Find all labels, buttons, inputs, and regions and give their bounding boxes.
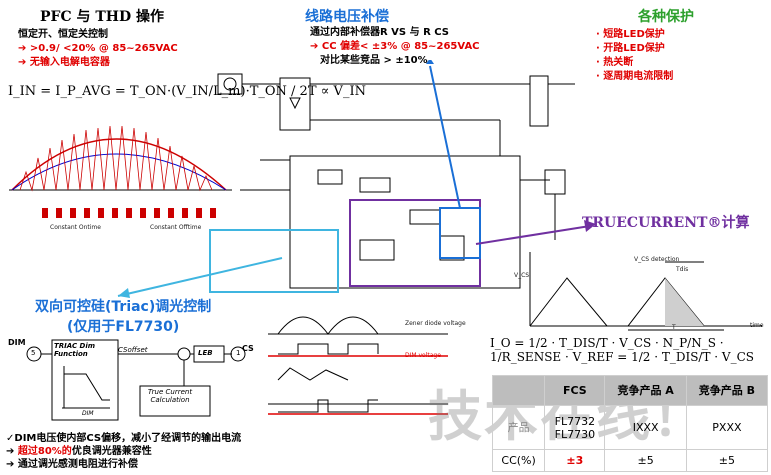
triac-title-line1: 双向可控硅(Triac)调光控制 [35, 299, 212, 315]
io-formula: I_O = 1/2 · T_DIS/T · V_CS · N_P/N_S · 1… [490, 336, 754, 364]
dim-voltage-label: DIM voltage [405, 352, 441, 359]
table-header-cell: 竞争产品 A [604, 375, 687, 406]
schematic [209, 60, 575, 293]
dim-note-2-red: 超过80%的 [17, 446, 72, 457]
dim-axis-label: DIM [82, 410, 94, 417]
triac-title: 双向可控硅(Triac)调光控制 (仅用于FL7730) [35, 297, 211, 337]
vcs-detection-label: V_CS detection [634, 256, 680, 263]
triac-title-line2: (仅用于FL7730) [67, 319, 180, 335]
zener-diode-label: Zener diode voltage [405, 320, 466, 327]
table-cell: ±5 [604, 449, 687, 472]
table-cell: ±5 [685, 449, 769, 472]
pfc-list: 恒定开、恒定关控制 >0.9/ <20% @ 85~265VAC 无输入电解电容… [18, 28, 178, 70]
pfc-red-1-text: >0.9/ <20% @ 85~265VAC [29, 43, 178, 54]
table-row: 产品 FL7732 FL7730 IXXX PXXX [491, 405, 769, 450]
truecurrent-label: TRUECURRENT®计算 [582, 215, 750, 231]
table-header-cell: FCS [544, 375, 606, 406]
pfc-red-2: 无输入电解电容器 [18, 56, 178, 70]
table-cell: ±3 [544, 449, 606, 472]
line-comp-line1: 通过内部补偿器R VS 与 R CS [310, 27, 449, 38]
iin-formula: I_IN = I_P_AVG = T_ON·(V_IN/L_m)·T_ON / … [8, 84, 366, 99]
true-current-calc-label: True Current Calculation [147, 388, 193, 404]
comparison-table: FCS 竞争产品 A 竞争产品 B 产品 FL7732 FL7730 IXXX … [491, 375, 769, 472]
vcs-axis-label: V_CS [514, 272, 530, 279]
protection-item: 逐周期电流限制 [596, 70, 673, 84]
table-cell: FL7732 FL7730 [544, 405, 606, 450]
dim-note-3-text: 通过调光感测电阻进行补偿 [17, 459, 138, 470]
table-cell: IXXX [604, 405, 687, 450]
line-comp-list: 通过内部补偿器R VS 与 R CS CC 偏差< ±3% @ 85~265VA… [310, 26, 480, 68]
triac-dim-function-label: TRIAC Dim Function [54, 342, 96, 358]
dim-pin-label: DIM [8, 338, 26, 347]
constant-ontime-label: Constant Ontime [50, 224, 101, 231]
dim-waveforms [268, 316, 448, 415]
tdis-label: Tdis [676, 266, 689, 273]
pfc-waveform [9, 125, 232, 218]
pin-5-label: 5 [31, 349, 36, 357]
constant-offtime-label: Constant Offtime [150, 224, 202, 231]
protection-item: 热关断 [596, 56, 673, 70]
protection-title: 各种保护 [638, 9, 694, 25]
table-cell: PXXX [685, 405, 769, 450]
protection-item: 短路LED保护 [596, 28, 673, 42]
line-comp-red-text: CC 偏差< ±3% @ 85~265VAC [321, 41, 480, 52]
pfc-red-1: >0.9/ <20% @ 85~265VAC [18, 42, 178, 56]
protection-list: 短路LED保护 开路LED保护 热关断 逐周期电流限制 [596, 28, 673, 84]
pin-1-label: 1 [236, 349, 241, 357]
table-header-cell [491, 375, 546, 406]
table-row-label: CC(%) [491, 449, 546, 472]
vcs-detection-waveform [529, 252, 762, 331]
table-row-label: 产品 [491, 405, 546, 450]
pfc-title: PFC 与 THD 操作 [40, 9, 165, 25]
table-row: CC(%) ±3 ±5 ±5 [491, 449, 769, 472]
pfc-line-1: 恒定开、恒定关控制 [18, 29, 108, 40]
dim-note-1: ✓DIM电压使内部CS偏移，减小了经调节的输出电流 [6, 433, 242, 444]
dim-note-2-rest: 优良调光器兼容性 [71, 446, 152, 457]
line-comp-line3: 对比某些竞品 > ±10% [320, 55, 428, 66]
cs-offset-label: CSoffset [118, 346, 148, 354]
dim-note-3: 通过调光感测电阻进行补偿 [6, 458, 241, 471]
line-comp-title: 线路电压补偿 [305, 9, 389, 25]
leb-label: LEB [198, 349, 213, 357]
dim-note-2: 超过80%的优良调光器兼容性 [6, 445, 241, 458]
protection-item: 开路LED保护 [596, 42, 673, 56]
dim-block-diagram [26, 339, 246, 421]
pfc-red-2-text: 无输入电解电容器 [29, 57, 110, 68]
line-comp-red: CC 偏差< ±3% @ 85~265VAC [310, 40, 480, 54]
t-label: T [672, 324, 676, 331]
table-header-cell: 竞争产品 B [685, 375, 769, 406]
cs-pin-label: CS [242, 344, 254, 353]
time-label: time [750, 322, 764, 329]
dim-note-1-text: DIM电压使内部CS偏移，减小了经调节的输出电流 [14, 433, 242, 444]
dim-notes: ✓DIM电压使内部CS偏移，减小了经调节的输出电流 超过80%的优良调光器兼容性… [6, 432, 241, 471]
table-header-row: FCS 竞争产品 A 竞争产品 B [491, 375, 769, 406]
